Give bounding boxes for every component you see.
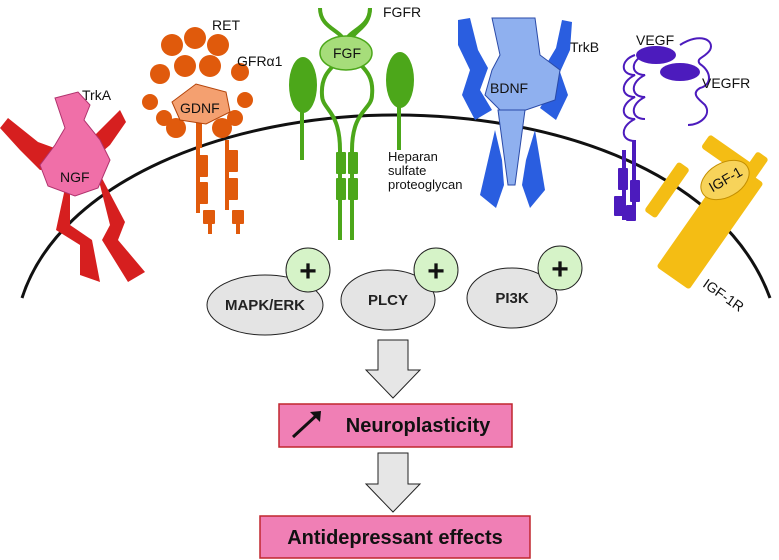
plus-icon: + (551, 253, 569, 286)
heparan-label-2: sulfate (388, 163, 426, 178)
vegfr-transmembrane (614, 140, 640, 221)
bdnf-label: BDNF (490, 80, 528, 96)
antidepressant-label: Antidepressant effects (287, 527, 503, 549)
trka-label: TrkA (82, 87, 112, 103)
igf1r-label: IGF-1R (700, 275, 747, 314)
ret-label: RET (212, 17, 240, 33)
ngf-ligand (39, 91, 111, 197)
trka-receptor (0, 110, 145, 282)
igf1-ligand (700, 159, 750, 201)
fgfr-receptor (318, 7, 375, 151)
antidepressant-box: Antidepressant effects (259, 515, 531, 559)
cell-membrane (20, 113, 772, 299)
fgf-label: FGF (333, 45, 361, 61)
trkb-label: TrkB (570, 39, 599, 55)
plus-icon: + (299, 255, 317, 288)
heparan-label-3: proteoglycan (388, 177, 462, 192)
ret-gfra1-complex (142, 27, 253, 234)
down-arrow-icon (364, 339, 422, 399)
down-arrow-icon (364, 452, 422, 513)
increase-arrow-icon (291, 412, 320, 439)
pi3k-label: PI3K (495, 290, 529, 307)
vegfr-receptor (622, 37, 712, 142)
vegf-label: VEGF (636, 32, 674, 48)
plus-icon: + (427, 255, 445, 288)
mapk-label: MAPK/ERK (225, 297, 305, 314)
neuroplasticity-label: Neuroplasticity (346, 415, 491, 437)
fgfr-transmembrane (336, 150, 358, 240)
heparan-label-1: Heparan (388, 149, 438, 164)
neuroplasticity-box: Neuroplasticity (278, 403, 513, 448)
increase-arrow-head (310, 411, 321, 422)
vegfr-label: VEGFR (702, 75, 750, 91)
pathway-mapk: + MAPK/ERK (206, 247, 331, 336)
gfra1-label: GFRα1 (237, 53, 283, 69)
vegf-ligand (636, 46, 700, 81)
ngf-label: NGF (60, 169, 90, 185)
gdnf-label: GDNF (180, 100, 220, 116)
fgfr-label: FGFR (383, 4, 421, 20)
igf1r-receptor (645, 135, 768, 289)
heparan-sulfate-proteoglycan (289, 52, 414, 160)
pathway-plcy: + PLCY (340, 247, 459, 331)
plcy-label: PLCY (368, 292, 408, 309)
pathway-pi3k: + PI3K (466, 245, 583, 329)
bdnf-ligand (484, 17, 561, 186)
gdnf-ligand (171, 83, 231, 125)
fgf-ligand (319, 35, 373, 71)
